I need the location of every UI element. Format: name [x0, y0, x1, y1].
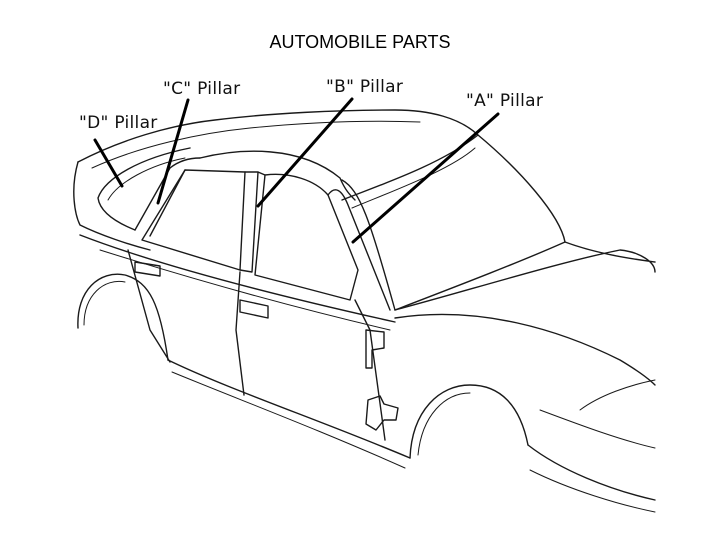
front-door-rear-edge	[354, 299, 386, 441]
hood-front	[394, 313, 656, 386]
body-character-line	[99, 249, 391, 331]
diagram-title: AUTOMOBILE PARTS	[269, 32, 451, 52]
b-pillar-pointer	[256, 97, 354, 208]
a-pillar-pointer	[351, 112, 500, 244]
roof-inner-line	[91, 120, 421, 169]
body-top-line	[73, 161, 151, 251]
d-pillar-label: "D" Pillar	[79, 113, 158, 133]
lower-hinge	[365, 395, 399, 431]
c-pillar-label: "C" Pillar	[163, 79, 241, 99]
front-bumper-lower	[529, 469, 656, 513]
roof-outline	[77, 109, 479, 163]
rocker-panel	[167, 359, 411, 459]
a-pillar-label: "A" Pillar	[466, 91, 544, 111]
front-door-handle	[239, 299, 269, 319]
front-bumper	[527, 444, 656, 501]
b-pillar-label: "B" Pillar	[326, 77, 404, 97]
windshield-outline	[341, 134, 566, 311]
front-arch-inner	[417, 392, 471, 456]
door-divider	[235, 271, 245, 396]
hood-outline	[394, 241, 656, 311]
rear-arch-inner	[83, 280, 126, 326]
rear-door-handle	[134, 261, 161, 277]
windshield-inner	[351, 147, 476, 209]
rear-window-outline	[97, 147, 191, 231]
body-beltline	[79, 234, 396, 323]
c-pillar-shape	[134, 157, 201, 237]
c-pillar-pointer	[156, 98, 190, 205]
rear-door-window	[141, 169, 246, 271]
b-pillar-shape	[239, 171, 266, 273]
rear-window-inner	[107, 157, 186, 201]
rocker-lower	[171, 371, 406, 469]
a-pillar-shape	[327, 179, 396, 311]
rear-wheel-arch	[77, 273, 169, 361]
roof-front-edge	[199, 150, 356, 201]
hood-crease	[579, 379, 656, 411]
front-wheel-arch	[409, 384, 529, 459]
headlight-line	[539, 409, 656, 449]
upper-hinge	[365, 329, 385, 369]
d-pillar-pointer	[93, 138, 124, 188]
front-door-window	[254, 173, 359, 301]
rear-door-line	[127, 249, 171, 363]
